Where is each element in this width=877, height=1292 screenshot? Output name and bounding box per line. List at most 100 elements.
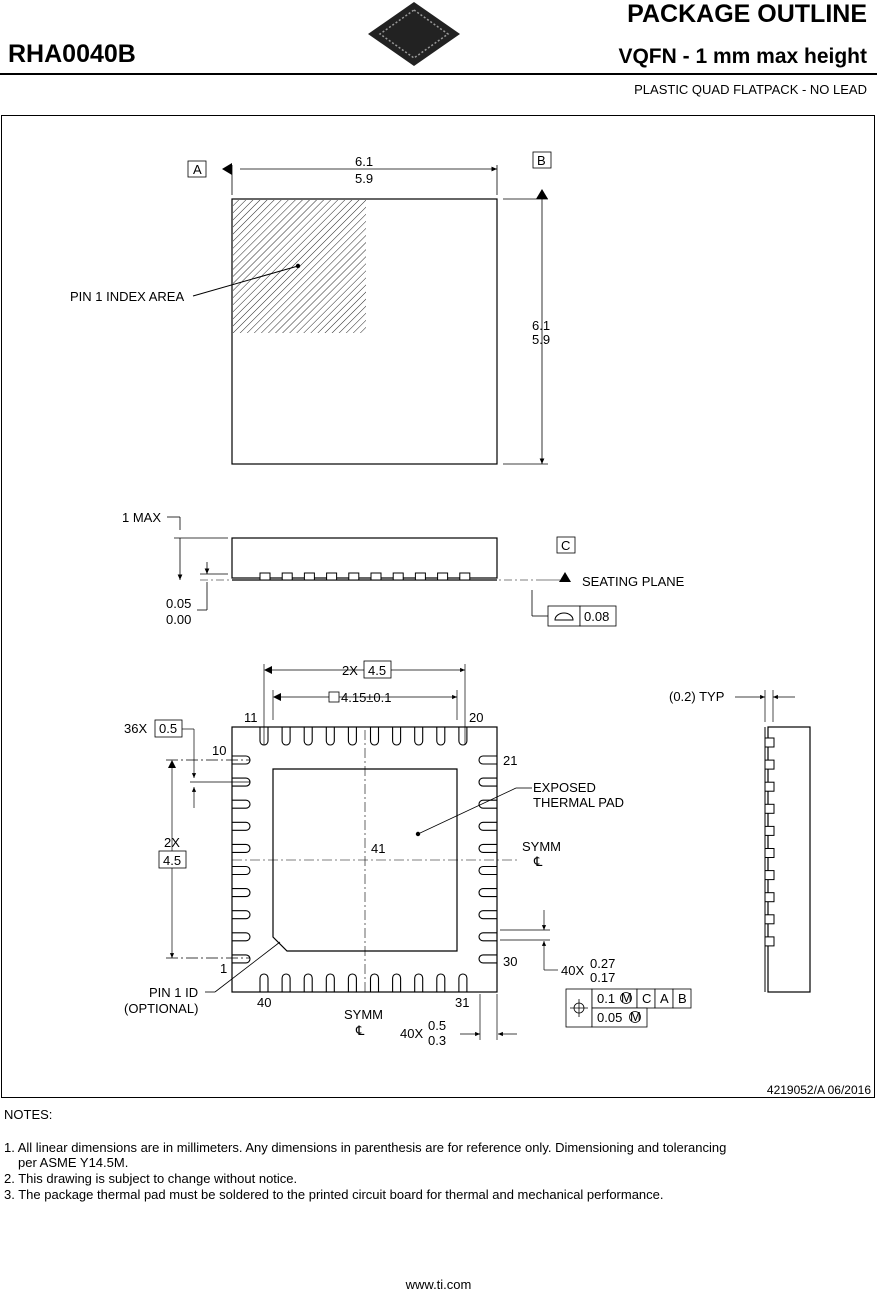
exposed-thermal-pad xyxy=(272,768,458,952)
pin-left xyxy=(232,888,251,898)
drawing-frame xyxy=(1,115,875,1098)
pin-label-30: 30 xyxy=(503,954,517,969)
profile-pin xyxy=(764,737,775,748)
pin-top xyxy=(458,727,468,746)
symm-label-right: SYMM xyxy=(522,839,561,854)
pin-label-31: 31 xyxy=(455,995,469,1010)
side-lead xyxy=(303,572,315,581)
tol-ref-c: C xyxy=(642,991,651,1006)
side-lead xyxy=(326,572,338,581)
pin-top xyxy=(325,727,335,746)
pin-bottom xyxy=(259,973,269,992)
side-lead xyxy=(348,572,360,581)
profile-pin xyxy=(764,759,775,770)
side-lead xyxy=(437,572,449,581)
side-profile-pins xyxy=(764,737,775,947)
pin-top xyxy=(392,727,402,746)
pin-bottom xyxy=(303,973,313,992)
svg-text:℄: ℄ xyxy=(533,854,543,869)
pin-label-20: 20 xyxy=(469,710,483,725)
pin-width-min: 0.17 xyxy=(590,970,615,985)
pin-bottom xyxy=(414,973,424,992)
pin1-index-label: PIN 1 INDEX AREA xyxy=(70,289,184,304)
top-view-body xyxy=(231,198,498,465)
height-max: 6.1 xyxy=(532,318,550,333)
pin-label-40: 40 xyxy=(257,995,271,1010)
pin-left xyxy=(232,910,251,920)
width-max: 6.1 xyxy=(355,154,373,169)
chip-logo-icon xyxy=(368,2,460,66)
typ-label: (0.2) TYP xyxy=(669,689,724,704)
pin-width-count: 40X xyxy=(561,963,584,978)
pad-number: 41 xyxy=(371,841,385,856)
pitch-count: 36X xyxy=(124,721,147,736)
profile-pin xyxy=(764,936,775,947)
pin-bottom xyxy=(392,973,402,992)
pin1-id-label-1: PIN 1 ID xyxy=(149,985,198,1000)
pin-left xyxy=(232,865,251,876)
pin-top xyxy=(369,727,380,746)
profile-pin xyxy=(764,870,775,881)
vert-span-count: 2X xyxy=(164,835,180,850)
note-1-cont: per ASME Y14.5M. xyxy=(18,1155,129,1170)
width-min: 5.9 xyxy=(355,171,373,186)
exposed-pad-label-2: THERMAL PAD xyxy=(533,795,624,810)
pin-bottom xyxy=(325,973,335,992)
pin1-id-label-2: (OPTIONAL) xyxy=(124,1001,198,1016)
pin-length-count: 40X xyxy=(400,1026,423,1041)
package-description: PLASTIC QUAD FLATPACK - NO LEAD xyxy=(634,82,867,97)
side-lead xyxy=(370,572,382,581)
bottom-view-body xyxy=(231,726,498,993)
pin-right xyxy=(478,843,497,853)
thermal-pad-size: 4.15±0.1 xyxy=(341,690,392,705)
datum-a: A xyxy=(193,162,202,177)
pin-label-1: 1 xyxy=(220,961,227,976)
datum-b: B xyxy=(537,153,546,168)
pin-right xyxy=(478,821,497,831)
pin-length-min: 0.3 xyxy=(428,1033,446,1048)
vert-span-value: 4.5 xyxy=(163,853,181,868)
pin-right xyxy=(478,755,497,765)
header-rule xyxy=(0,73,877,75)
side-view-body xyxy=(231,537,498,579)
pin-bottom xyxy=(436,973,446,992)
note-3: 3. The package thermal pad must be solde… xyxy=(4,1187,664,1202)
side-lead xyxy=(414,572,426,581)
note-1: 1. All linear dimensions are in millimet… xyxy=(4,1140,727,1155)
pin-label-10: 10 xyxy=(212,743,226,758)
svg-text:℄: ℄ xyxy=(355,1023,365,1038)
pin-length-max: 0.5 xyxy=(428,1018,446,1033)
note-2: 2. This drawing is subject to change wit… xyxy=(4,1171,298,1186)
pin-right xyxy=(478,910,497,920)
profile-pin xyxy=(764,914,775,925)
pin-left xyxy=(232,799,251,809)
standoff-min: 0.00 xyxy=(166,612,191,627)
side-lead xyxy=(392,572,404,581)
profile-pin xyxy=(764,781,775,792)
pin-right xyxy=(478,954,497,964)
max-height-label: 1 MAX xyxy=(122,510,161,525)
drawing-id: 4219052/A 06/2016 xyxy=(766,1083,871,1097)
pad-span-value: 4.5 xyxy=(368,663,386,678)
svg-text:M: M xyxy=(630,1009,641,1024)
pin-bottom xyxy=(347,973,357,992)
notes-heading: NOTES: xyxy=(4,1107,53,1122)
flatness-value: 0.08 xyxy=(584,609,609,624)
pin-right xyxy=(478,888,497,898)
pin-width-max: 0.27 xyxy=(590,956,615,971)
side-lead xyxy=(459,572,471,581)
pin-left xyxy=(232,843,251,853)
part-number: RHA0040B xyxy=(8,40,136,68)
pad-span-count: 2X xyxy=(342,663,358,678)
tol-ref-a: A xyxy=(660,991,669,1006)
footer-url: www.ti.com xyxy=(405,1277,472,1292)
pin-label-21: 21 xyxy=(503,753,517,768)
pin-right xyxy=(478,865,497,876)
tol-ref-b: B xyxy=(678,991,687,1006)
pin-label-11: 11 xyxy=(244,710,258,725)
svg-text:M: M xyxy=(621,990,632,1005)
pin-bottom xyxy=(458,973,468,992)
seating-plane-label: SEATING PLANE xyxy=(582,574,685,589)
side-lead xyxy=(281,572,293,581)
